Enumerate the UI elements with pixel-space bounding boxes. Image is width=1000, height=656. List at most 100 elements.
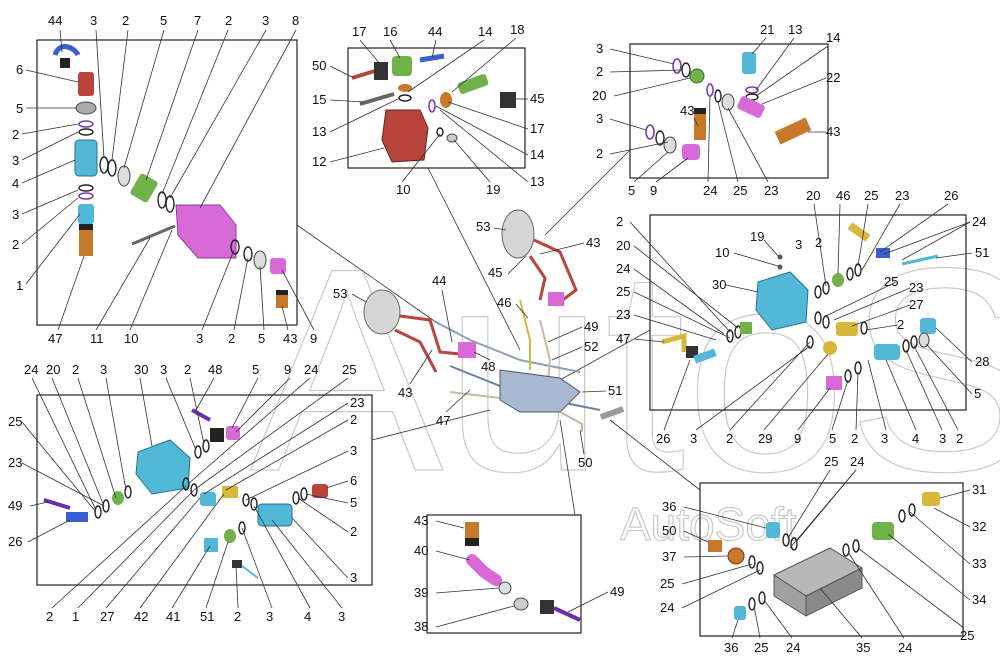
callout-number: 51: [975, 245, 989, 260]
callout-number: 3: [90, 13, 97, 28]
panel-bottom-right: [699, 482, 964, 637]
callout-number: 51: [200, 609, 214, 624]
callout-number: 5: [252, 362, 259, 377]
bolt-icon: [131, 224, 176, 246]
callout-number: 32: [972, 519, 986, 534]
callout-number: 27: [909, 297, 923, 312]
callout-number: 44: [432, 273, 446, 288]
panel-mid-right: [649, 214, 967, 411]
callout-number: 49: [610, 584, 624, 599]
callout-number: 24: [616, 261, 630, 276]
bolt-icon: [359, 92, 395, 106]
panel-3-parts: [645, 52, 812, 160]
panel-top-right: [629, 43, 829, 179]
callout-number: 2: [12, 127, 19, 142]
callout-number: 5: [258, 331, 265, 346]
callout-number: 4: [12, 176, 19, 191]
callout-number: 2: [956, 431, 963, 446]
callout-number: 3: [160, 362, 167, 377]
callout-number: 10: [396, 182, 410, 197]
callout-number: 26: [944, 188, 958, 203]
callout-number: 2: [596, 146, 603, 161]
callout-number: 3: [350, 570, 357, 585]
callout-number: 3: [596, 41, 603, 56]
callout-number: 43: [586, 235, 600, 250]
callout-number: 2: [350, 524, 357, 539]
callout-number: 11: [90, 331, 104, 346]
callout-number: 30: [712, 277, 726, 292]
callout-number: 26: [8, 534, 22, 549]
callout-number: 38: [414, 619, 428, 634]
callout-number: 16: [383, 24, 397, 39]
callout-number: 5: [628, 183, 635, 198]
callout-number: 5: [829, 431, 836, 446]
callout-number: 48: [208, 362, 222, 377]
callout-number: 3: [196, 331, 203, 346]
callout-number: 17: [530, 121, 544, 136]
callout-number: 3: [596, 111, 603, 126]
callout-number: 25: [864, 188, 878, 203]
callout-number: 14: [826, 30, 840, 45]
callout-number: 20: [592, 88, 606, 103]
connector-icon: [130, 173, 158, 203]
callout-number: 9: [650, 183, 657, 198]
callout-number: 25: [660, 576, 674, 591]
callout-number: 2: [46, 609, 53, 624]
callout-number: 2: [596, 64, 603, 79]
callout-number: 23: [895, 188, 909, 203]
callout-number: 28: [975, 354, 989, 369]
callout-number: 9: [794, 431, 801, 446]
callout-number: 37: [662, 549, 676, 564]
fitting-icon: [742, 52, 756, 74]
callout-number: 46: [836, 188, 850, 203]
valve-body-icon: [175, 204, 237, 259]
callout-number: 2: [228, 331, 235, 346]
air-tank-icon: [501, 209, 535, 259]
callout-number: 47: [436, 413, 450, 428]
callout-number: 26: [656, 431, 670, 446]
callout-number: 8: [292, 13, 299, 28]
valve-body-icon: [755, 271, 809, 331]
callout-number: 9: [284, 362, 291, 377]
callout-number: 27: [100, 609, 114, 624]
watermark-large: AutoSoft: [250, 208, 1000, 532]
callout-number: 25: [733, 183, 747, 198]
tee-fitting-icon: [74, 139, 98, 177]
panel-top-left: [36, 39, 298, 326]
callout-number: 5: [974, 386, 981, 401]
panel-top-center: [347, 47, 526, 169]
callout-number: 25: [8, 414, 22, 429]
callout-number: 29: [758, 431, 772, 446]
callout-number: 7: [194, 13, 201, 28]
callout-number: 23: [909, 280, 923, 295]
callout-number: 10: [715, 245, 729, 260]
callout-number: 47: [48, 331, 62, 346]
callout-number: 2: [122, 13, 129, 28]
panel-1-parts: [52, 44, 288, 308]
callout-number: 4: [304, 609, 311, 624]
panel-bottom-center: [426, 514, 582, 634]
air-tank-icon: [363, 289, 401, 335]
callout-number: 23: [350, 395, 364, 410]
callout-number: 2: [897, 317, 904, 332]
callout-number: 3: [939, 431, 946, 446]
callout-number: 2: [234, 609, 241, 624]
callout-number: 23: [616, 307, 630, 322]
callout-number: 2: [851, 431, 858, 446]
callout-number: 46: [497, 295, 511, 310]
callout-number: 1: [16, 278, 23, 293]
callout-number: 21: [760, 22, 774, 37]
callout-number: 15: [312, 92, 326, 107]
fitting-icon: [392, 56, 412, 76]
callout-number: 25: [616, 284, 630, 299]
callout-number: 24: [972, 214, 986, 229]
callout-number: 43: [680, 103, 694, 118]
callout-number: 44: [428, 24, 442, 39]
callout-number: 50: [312, 58, 326, 73]
panel-6-parts: [465, 522, 581, 622]
callout-number: 20: [616, 238, 630, 253]
callout-number: 20: [46, 362, 60, 377]
callout-number: 2: [616, 214, 623, 229]
callout-number: 2: [225, 13, 232, 28]
